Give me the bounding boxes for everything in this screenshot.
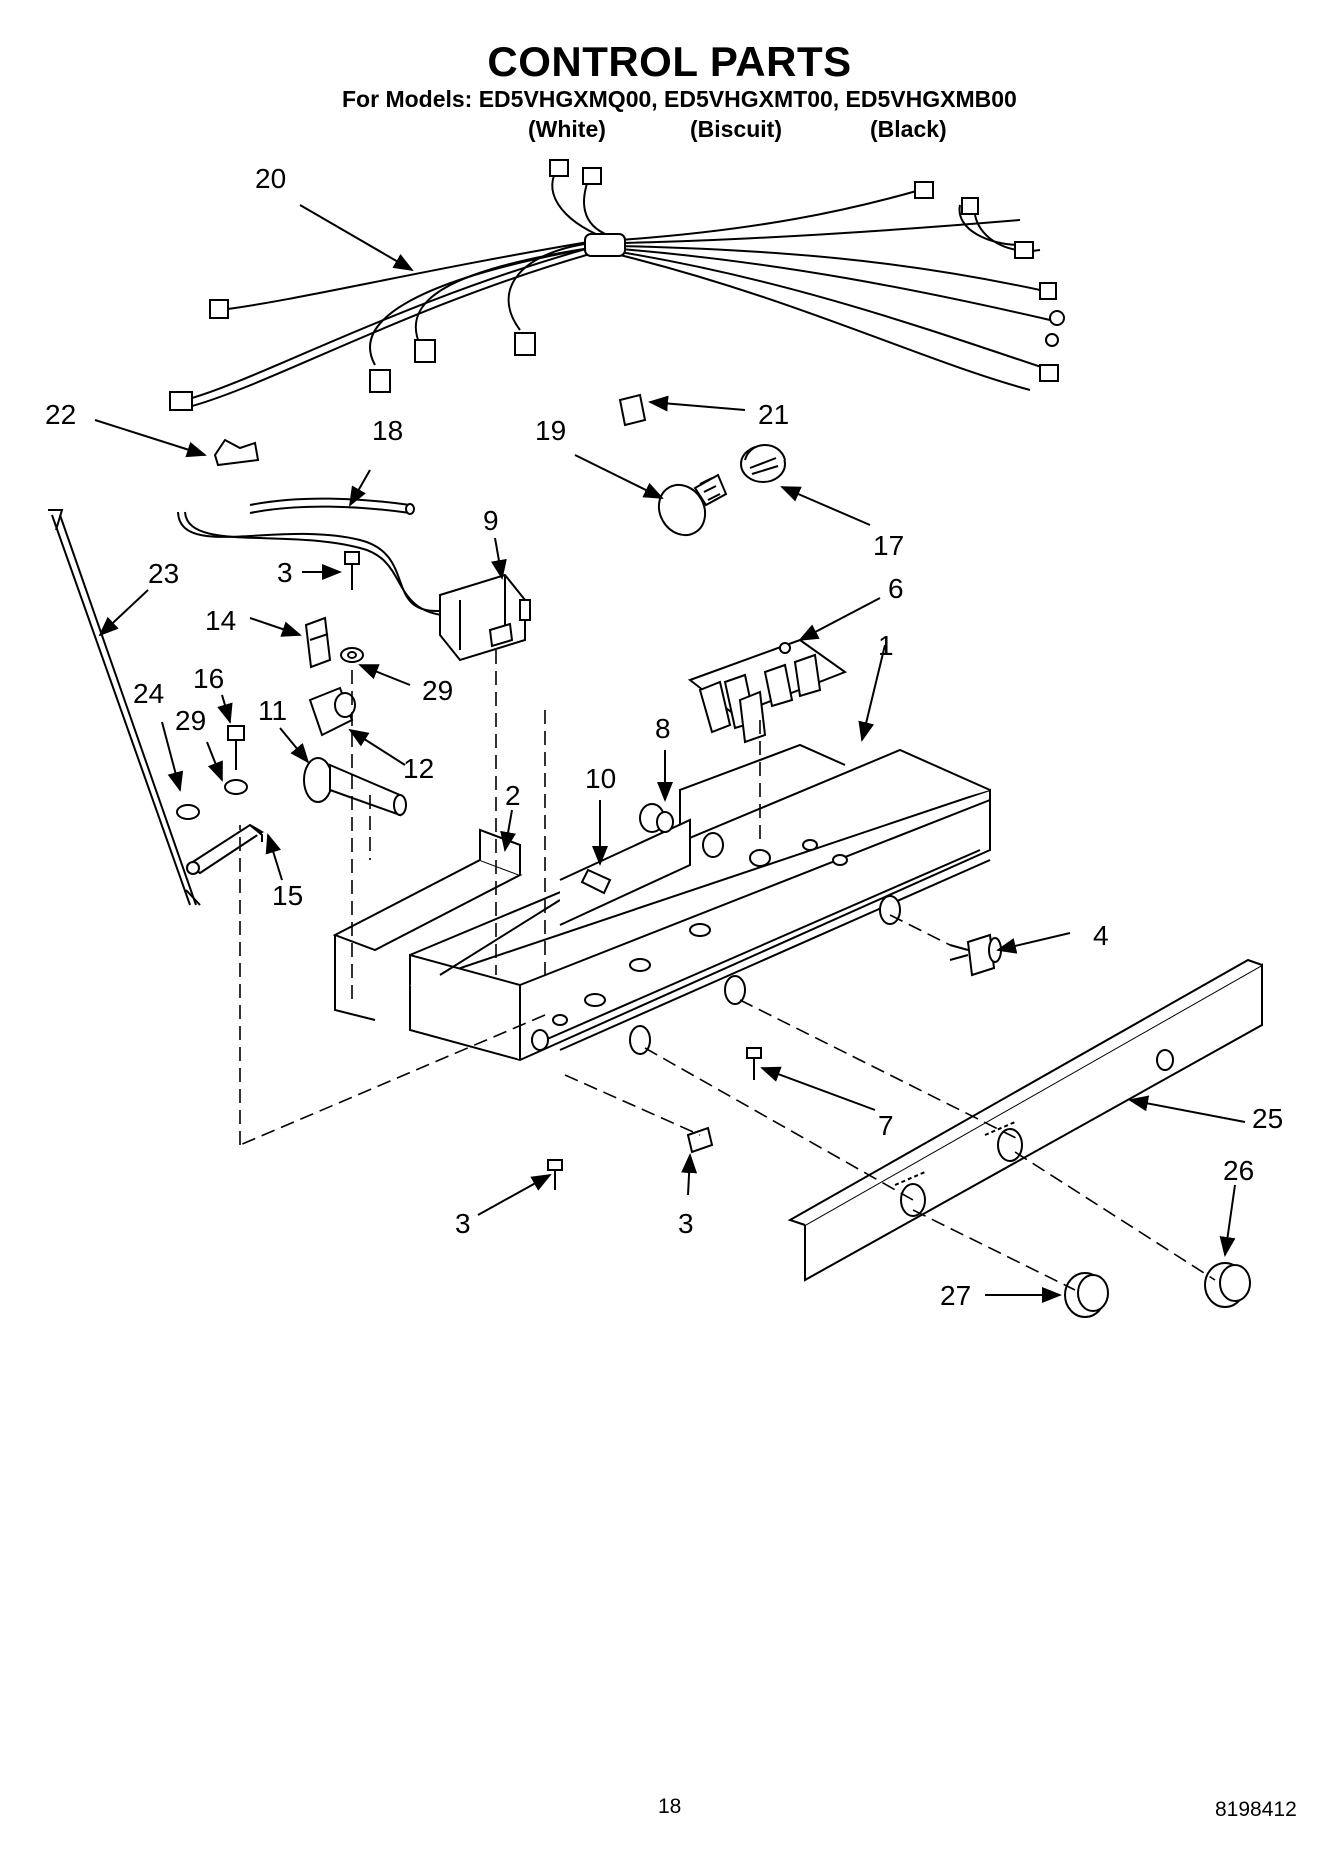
callout-4: 4 <box>1093 920 1109 951</box>
callout-9: 9 <box>483 505 499 536</box>
models-line: For Models: ED5VHGXMQ00, ED5VHGXMT00, ED… <box>342 86 1017 112</box>
callout-8: 8 <box>655 713 671 744</box>
callout-23: 23 <box>148 558 179 589</box>
bracket-12 <box>308 686 356 737</box>
screw-16 <box>227 725 245 770</box>
screw-3-top <box>344 551 360 590</box>
callout-21: 21 <box>758 399 789 430</box>
shield-2 <box>332 818 691 1021</box>
callout-11: 11 <box>258 695 287 726</box>
callout-3-top: 3 <box>277 557 293 588</box>
clip-22 <box>213 438 260 467</box>
callout-29-left: 29 <box>175 705 206 736</box>
leader-arrows <box>94 204 1246 1303</box>
callout-2: 2 <box>505 780 521 811</box>
callout-25: 25 <box>1252 1103 1283 1134</box>
variant-black: (Black) <box>870 116 947 142</box>
grommet-8 <box>639 803 674 833</box>
screw-3-bottom-right <box>686 1126 714 1154</box>
callout-26: 26 <box>1223 1155 1254 1186</box>
callout-24: 24 <box>133 678 164 709</box>
callout-14: 14 <box>205 605 236 636</box>
callout-15: 15 <box>272 880 303 911</box>
knob-26 <box>1204 1262 1251 1308</box>
callout-3-bottom-right: 3 <box>678 1208 694 1239</box>
lever-15 <box>186 823 264 875</box>
screw-3-bottom-left <box>547 1159 563 1190</box>
callout-22: 22 <box>45 399 76 430</box>
control-11 <box>303 757 407 817</box>
callout-19: 19 <box>535 415 566 446</box>
screw-10 <box>580 868 612 895</box>
page-title: CONTROL PARTS <box>487 38 852 85</box>
callout-1: 1 <box>878 630 894 661</box>
callout-12: 12 <box>403 753 434 784</box>
washer-29-left <box>224 779 248 795</box>
document-number: 8198412 <box>1215 1798 1297 1821</box>
variant-biscuit: (Biscuit) <box>690 116 782 142</box>
callout-3-bottom-left: 3 <box>455 1208 471 1239</box>
damper-9 <box>439 573 531 662</box>
rod-23 <box>48 509 201 906</box>
assembly-lines <box>239 650 1216 1291</box>
bracket-14 <box>304 616 332 669</box>
socket-17 <box>740 444 786 483</box>
harness-connectors <box>169 159 1065 411</box>
callout-27: 27 <box>940 1280 971 1311</box>
callout-20: 20 <box>255 163 286 194</box>
control-board-6 <box>687 638 848 744</box>
capillary-tube <box>177 511 451 617</box>
callout-17: 17 <box>873 530 904 561</box>
callout-labels: 20 21 22 18 19 17 9 3 23 14 6 29 1 24 16… <box>45 163 1283 1311</box>
callout-18: 18 <box>372 415 403 446</box>
switch-4 <box>949 933 1002 977</box>
page-number: 18 <box>658 1795 682 1818</box>
clip-21 <box>618 393 647 427</box>
screw-7 <box>746 1047 762 1080</box>
light-bulb-19 <box>657 473 728 537</box>
variant-white: (White) <box>528 116 606 142</box>
callout-16: 16 <box>193 663 224 694</box>
callout-7: 7 <box>878 1110 894 1141</box>
callout-29-right: 29 <box>422 675 453 706</box>
callout-6: 6 <box>888 573 904 604</box>
console-panel-25 <box>787 958 1263 1282</box>
control-housing-1 <box>409 743 991 1062</box>
washer-29-top <box>340 647 364 663</box>
washer-24 <box>176 804 200 820</box>
wire-harness <box>184 164 1051 409</box>
knob-27 <box>1064 1272 1109 1318</box>
tube-18 <box>249 497 415 515</box>
callout-10: 10 <box>585 763 616 794</box>
